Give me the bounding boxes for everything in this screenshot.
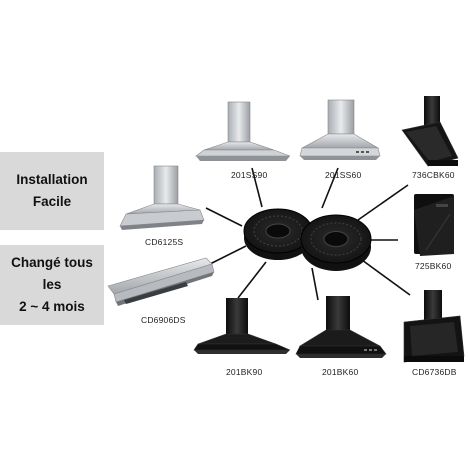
- line-to-201BK60: [311, 267, 319, 301]
- label-CD6906DS: CD6906DS: [141, 315, 186, 325]
- line-to-201SS90: [251, 167, 263, 208]
- replacement-line-1: Changé tous les: [11, 255, 93, 292]
- label-736CBK60: 736CBK60: [412, 170, 455, 180]
- replacement-line-2: 2 ~ 4 mois: [19, 299, 85, 314]
- label-725BK60: 725BK60: [415, 261, 452, 271]
- hood-CD6125S: [119, 165, 205, 230]
- line-to-201BK90: [237, 261, 267, 299]
- carbon-filter-right: [300, 214, 372, 271]
- label-201SS90: 201SS90: [231, 170, 268, 180]
- connector-lines: [205, 167, 411, 301]
- hood-201SS60: [299, 99, 381, 160]
- label-CD6736DB: CD6736DB: [412, 367, 457, 377]
- hood-201SS90: [195, 101, 291, 161]
- installation-easy-box: Installation Facile: [0, 152, 104, 230]
- installation-line-2: Facile: [32, 194, 72, 209]
- line-to-CD6736DB: [361, 259, 411, 296]
- hood-201BK90: [193, 298, 291, 354]
- line-to-CD6906DS: [205, 245, 247, 267]
- installation-line-1: Installation: [16, 172, 88, 187]
- line-to-201SS60: [321, 167, 339, 209]
- hood-201BK60: [295, 296, 387, 358]
- replacement-interval-box: Changé tous les 2 ~ 4 mois: [0, 245, 104, 325]
- label-CD6125S: CD6125S: [145, 237, 184, 247]
- hood-CD6736DB: [403, 290, 465, 363]
- hood-CD6906DS: [107, 257, 215, 306]
- label-201SS60: 201SS60: [325, 170, 362, 180]
- hood-725BK60: [414, 194, 454, 256]
- hood-736CBK60: [401, 96, 459, 167]
- line-to-CD6125S: [205, 207, 243, 227]
- label-201BK90: 201BK90: [226, 367, 263, 377]
- label-201BK60: 201BK60: [322, 367, 359, 377]
- line-to-736CBK60: [357, 184, 409, 221]
- carbon-filter-left: [243, 208, 313, 260]
